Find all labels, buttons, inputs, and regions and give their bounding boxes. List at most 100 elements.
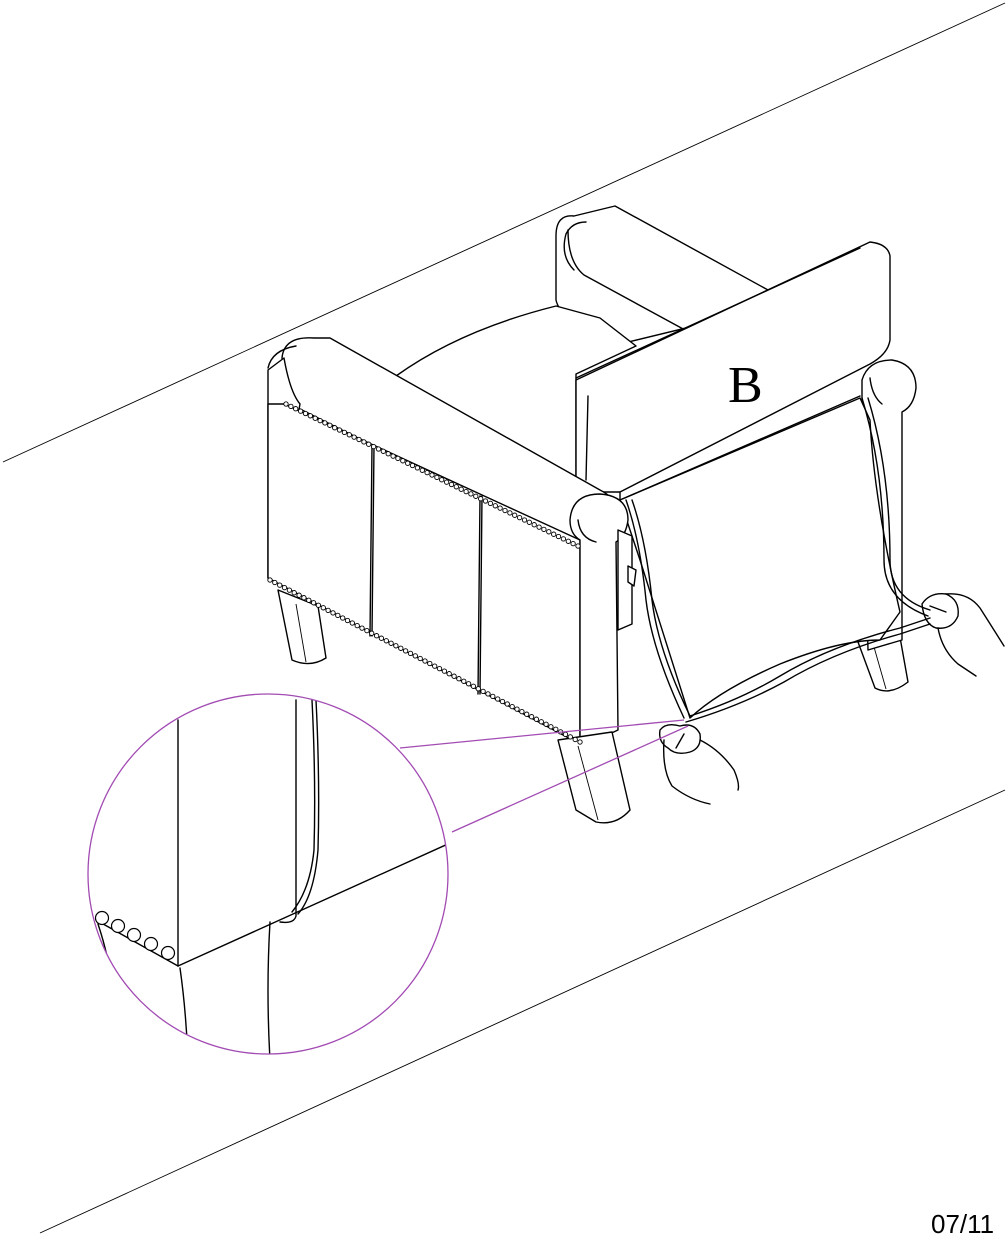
- nailhead: [356, 436, 362, 443]
- nailhead: [327, 422, 333, 428]
- nailhead: [468, 491, 474, 497]
- nailhead: [504, 701, 510, 707]
- nailhead: [538, 719, 544, 725]
- nailhead: [283, 401, 289, 407]
- nailhead: [551, 531, 557, 537]
- nailhead: [562, 731, 569, 738]
- nailhead: [405, 460, 411, 466]
- nailhead: [291, 590, 297, 596]
- nailhead: [485, 691, 491, 697]
- nailhead: [346, 432, 352, 438]
- nailhead: [427, 660, 433, 667]
- nailhead: [395, 455, 401, 462]
- nailhead-trim-top: [283, 401, 581, 549]
- nailhead: [524, 711, 530, 717]
- nailhead: [560, 536, 567, 542]
- nailhead: [565, 538, 571, 544]
- nailhead: [325, 607, 331, 614]
- nailhead: [458, 486, 464, 492]
- nailhead: [414, 465, 421, 471]
- nailhead-trim-bottom: [267, 577, 583, 745]
- nailhead: [453, 484, 459, 490]
- nailhead: [502, 507, 508, 514]
- right-hand: [921, 593, 1005, 677]
- nailhead: [293, 406, 299, 412]
- nailhead: [575, 543, 581, 549]
- nailhead: [497, 505, 503, 511]
- nailhead: [407, 650, 414, 657]
- nailhead: [443, 479, 450, 485]
- front-arm-post: [569, 493, 637, 745]
- nailhead: [543, 721, 549, 727]
- nailhead: [429, 472, 435, 478]
- detail-magnifier: [87, 693, 449, 1055]
- nailhead: [375, 446, 382, 452]
- part-label-b: B: [728, 357, 763, 414]
- nailhead: [341, 429, 348, 436]
- nailhead: [555, 533, 562, 540]
- nailhead: [417, 655, 423, 662]
- nailhead: [451, 673, 457, 679]
- nailhead: [448, 481, 455, 488]
- nailhead: [461, 678, 467, 684]
- nailhead: [388, 640, 394, 646]
- nailhead: [332, 425, 338, 431]
- nailhead: [490, 693, 496, 700]
- nailhead: [409, 462, 416, 469]
- nailhead: [492, 503, 498, 509]
- nailhead: [487, 500, 494, 507]
- nailhead: [361, 439, 367, 445]
- nailhead: [419, 467, 425, 473]
- nailhead: [307, 413, 313, 419]
- left-hand: [658, 723, 740, 805]
- nailhead: [465, 681, 472, 687]
- nailhead: [441, 668, 448, 674]
- nailhead: [317, 417, 323, 424]
- nailhead: [482, 498, 489, 504]
- nailhead: [473, 493, 479, 499]
- nailhead: [336, 427, 343, 433]
- nailhead: [546, 529, 552, 535]
- detail-callout-leader: [399, 719, 689, 833]
- nailhead: [572, 736, 578, 743]
- nailhead: [378, 635, 385, 641]
- nailhead: [432, 663, 438, 669]
- nailhead: [272, 579, 278, 586]
- nailhead: [533, 716, 540, 722]
- nailhead: [456, 676, 462, 682]
- nailhead: [297, 408, 304, 414]
- nailhead: [385, 451, 391, 457]
- nailhead: [288, 403, 294, 410]
- nailhead: [359, 625, 365, 631]
- nailhead: [306, 597, 312, 603]
- front-left-leg: [277, 589, 327, 665]
- nailhead: [553, 726, 559, 732]
- nailhead: [370, 443, 377, 450]
- nailhead: [330, 610, 336, 616]
- nailhead: [536, 524, 542, 530]
- nailhead: [521, 517, 528, 523]
- nailhead: [267, 577, 273, 583]
- nailhead: [351, 434, 357, 440]
- nailhead: [366, 441, 372, 447]
- nailhead: [354, 622, 360, 629]
- nailhead: [369, 630, 375, 636]
- nailhead: [302, 410, 309, 417]
- nailhead: [478, 496, 484, 502]
- nailhead: [577, 739, 583, 745]
- nailhead: [344, 617, 351, 624]
- nailhead: [509, 703, 515, 710]
- nailhead: [335, 612, 341, 619]
- welt-strip: [625, 397, 931, 723]
- nailhead: [277, 582, 283, 588]
- nailhead: [312, 415, 318, 421]
- nailhead: [315, 602, 322, 608]
- nailhead: [570, 540, 576, 547]
- nailhead: [526, 519, 532, 525]
- nailhead: [514, 706, 520, 712]
- nailhead: [310, 600, 317, 606]
- nailhead: [470, 683, 477, 689]
- nailhead: [402, 648, 409, 654]
- nailhead: [383, 638, 389, 644]
